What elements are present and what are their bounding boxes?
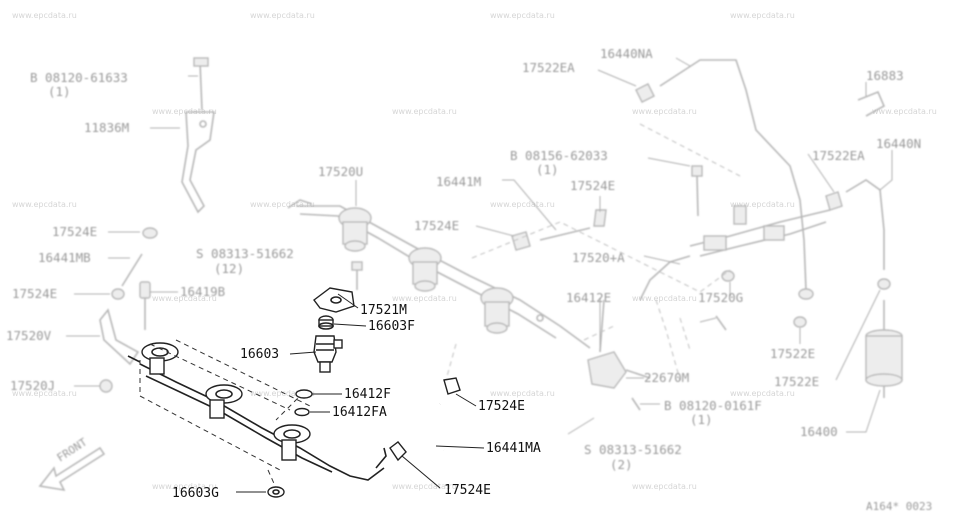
part-label-16412f: 16412F (344, 387, 391, 402)
hose-16441ma (389, 377, 461, 462)
watermark-text: www.epcdata.ru (730, 11, 795, 20)
watermark-text: www.epcdata.ru (730, 200, 795, 209)
o-ring-16412fa (294, 407, 310, 417)
part-qty-label: (1) (690, 412, 713, 427)
part-label-17520a: 17520+A (572, 250, 625, 265)
part-label-08313-51662: S 08313-51662 (584, 442, 682, 457)
part-qty-label: (1) (536, 162, 559, 177)
hose-16440n-drawing (825, 90, 891, 290)
hose-16440na-drawing (635, 59, 814, 300)
part-label-16883: 16883 (866, 68, 904, 83)
watermark-text: www.epcdata.ru (490, 200, 555, 209)
fuel-tube-17520a (639, 209, 831, 331)
pressure-regulator-22670m (587, 299, 651, 411)
part-label-08156-62033: B 08156-62033 (510, 148, 608, 163)
watermark-text: www.epcdata.ru (12, 200, 77, 209)
labels-layer: B 08120-61633 (1) 11836M 17524E 16441M B … (6, 46, 932, 513)
part-label-16440na: 16440NA (600, 46, 653, 61)
injector-16603 (313, 335, 343, 373)
hose-16441m-drawing (511, 165, 747, 251)
part-label-17522e: 17522E (774, 374, 819, 389)
part-label-16419b: 16419B (180, 284, 225, 299)
part-label-17520v: 17520V (6, 328, 52, 343)
watermark-text: www.epcdata.ru (250, 200, 315, 209)
part-label-17524e: 17524E (444, 483, 491, 498)
explode-lines (139, 339, 311, 489)
watermark-text: www.epcdata.ru (12, 11, 77, 20)
bracket-17521m (313, 287, 355, 313)
watermark-layer: www.epcdata.ru www.epcdata.ru www.epcdat… (12, 11, 937, 491)
watermark-text: www.epcdata.ru (392, 107, 457, 116)
part-qty-label: (12) (214, 261, 244, 276)
part-label-16441mb: 16441MB (38, 250, 91, 265)
o-ring-16412f (295, 389, 313, 399)
watermark-text: www.epcdata.ru (152, 107, 217, 116)
part-qty-label: (2) (610, 457, 633, 472)
watermark-text: www.epcdata.ru (392, 482, 457, 491)
front-arrow-label: FRONT (55, 435, 90, 464)
part-qty-label: (1) (48, 84, 71, 99)
fuel-filter-16400 (865, 300, 903, 398)
bracket-11836m-drawing (181, 57, 215, 214)
part-label-16603g: 16603G (172, 486, 219, 501)
part-label-11836m: 11836M (84, 120, 129, 135)
faint-parts-layer (66, 57, 903, 435)
part-label-17524e: 17524E (12, 286, 57, 301)
watermark-text: www.epcdata.ru (152, 482, 217, 491)
watermark-text: www.epcdata.ru (632, 107, 697, 116)
part-label-17524e: 17524E (414, 218, 459, 233)
watermark-text: www.epcdata.ru (392, 294, 457, 303)
part-label-17524e: 17524E (570, 178, 615, 193)
part-label-22670m: 22670M (644, 370, 689, 385)
part-label-17522ea: 17522EA (812, 148, 865, 163)
insulator-16603f (318, 315, 334, 330)
part-label-17520u: 17520U (318, 164, 363, 179)
part-label-16441ma: 16441MA (486, 441, 541, 456)
part-label-16412e: 16412E (566, 290, 611, 305)
part-label-08313-51662: S 08313-51662 (196, 246, 294, 261)
part-label-17522ea: 17522EA (522, 60, 575, 75)
watermark-text: www.epcdata.ru (12, 389, 77, 398)
watermark-text: www.epcdata.ru (872, 107, 937, 116)
part-label-16440n: 16440N (876, 136, 921, 151)
part-label-08120-0161f: B 08120-0161F (664, 398, 762, 413)
watermark-text: www.epcdata.ru (632, 294, 697, 303)
part-label-17520j: 17520J (10, 378, 55, 393)
front-arrow: FRONT (38, 435, 106, 492)
watermark-text: www.epcdata.ru (730, 389, 795, 398)
part-label-17522e: 17522E (770, 346, 815, 361)
watermark-text: www.epcdata.ru (250, 389, 315, 398)
part-label-17524e: 17524E (478, 399, 525, 414)
watermark-text: www.epcdata.ru (632, 482, 697, 491)
part-label-16441m: 16441M (436, 174, 481, 189)
upper-fuel-rail-17520u (287, 199, 591, 349)
part-label-16400: 16400 (800, 424, 838, 439)
part-label-16603f: 16603F (368, 319, 415, 334)
diagram-code: A164* 0023 (866, 500, 932, 513)
lower-fuel-rail (127, 342, 387, 481)
watermark-text: www.epcdata.ru (490, 11, 555, 20)
clamps-17522e (793, 316, 807, 328)
part-label-08120-61633: B 08120-61633 (30, 70, 128, 85)
part-label-16412fa: 16412FA (332, 405, 387, 420)
screw-upper (351, 261, 363, 290)
left-small-parts (99, 227, 158, 393)
watermark-text: www.epcdata.ru (152, 294, 217, 303)
part-label-17521m: 17521M (360, 303, 407, 318)
part-label-17524e: 17524E (52, 224, 97, 239)
watermark-text: www.epcdata.ru (250, 11, 315, 20)
watermark-text: www.epcdata.ru (490, 389, 555, 398)
part-label-16603: 16603 (240, 347, 279, 362)
grommet-16603g (267, 486, 285, 498)
part-label-17520g: 17520G (698, 290, 743, 305)
